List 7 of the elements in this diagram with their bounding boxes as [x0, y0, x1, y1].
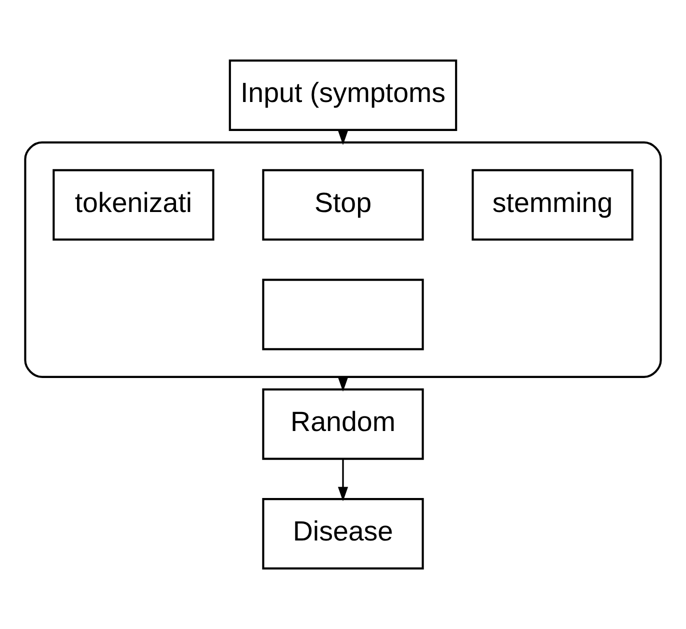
node-box: Stop — [262, 169, 424, 241]
node-box: tokenizati — [52, 169, 214, 241]
node-box: Random — [262, 388, 424, 460]
node-box: stemming — [472, 169, 634, 241]
arrow — [338, 459, 348, 502]
node-box: Disease — [262, 498, 424, 570]
node-box — [262, 278, 424, 350]
